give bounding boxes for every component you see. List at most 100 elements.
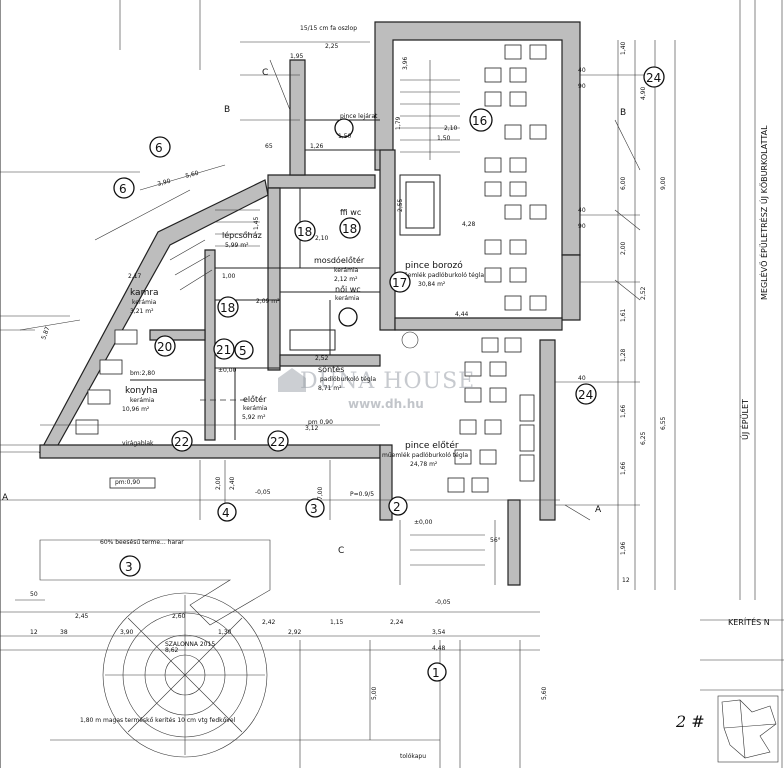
dim: 38	[60, 629, 68, 636]
marker-circle: 6	[149, 136, 171, 158]
room-area-konyha: 10,96 m²	[122, 406, 150, 413]
section-b-right: B	[620, 108, 626, 118]
annotations: 15/15 cm fa oszlop MEGLÉVŐ ÉPÜLETRÉSZ ÚJ…	[2, 25, 770, 760]
marker-extra	[334, 118, 354, 138]
dim: 40	[578, 375, 586, 382]
marker-label: 20	[157, 340, 172, 354]
label-oszlop: 15/15 cm fa oszlop	[300, 25, 357, 32]
room-name-konyha: konyha	[125, 386, 158, 396]
dim: 1,40	[620, 41, 627, 55]
room-finish-sontes: padlóburkoló tégla	[320, 376, 376, 383]
dim: 2,40	[229, 476, 236, 490]
marker-circle: 22	[267, 430, 289, 452]
room-name-noi-wc: női wc	[335, 285, 361, 294]
dim: 12	[30, 629, 38, 636]
label-szalonna: SZALONNA 2015	[165, 641, 215, 648]
room-area-noi-wc: 2,09 m²	[256, 298, 280, 305]
dim: 65	[265, 143, 273, 150]
marker-circle: 21	[213, 338, 235, 360]
svg-text:DUNA HOUSE: DUNA HOUSE	[300, 369, 475, 394]
marker-extra	[338, 307, 358, 327]
dimension-texts: 2,25 1,95 3,96 1,50 1,50 1,79 2,10 2,10 …	[30, 41, 667, 700]
label-meglevo: MEGLÉVŐ ÉPÜLETRÉSZ ÚJ KŐBURKOLATTAL	[758, 125, 769, 300]
marker-label: 22	[270, 435, 285, 449]
label-kerites: KERÍTÉS N	[728, 616, 770, 627]
dim: 2,25	[325, 43, 339, 50]
marker-circle: 20	[154, 335, 176, 357]
marker-circle: 4	[217, 502, 237, 522]
marker-circle: 3	[305, 498, 325, 518]
room-finish-mosdoeloter: kerámia	[334, 267, 359, 274]
room-finish-noi-wc: kerámia	[335, 295, 360, 302]
dim: 2,55	[397, 198, 404, 212]
room-area-mosdoeloter: 2,12 m²	[334, 276, 358, 283]
marker-circle: 17	[389, 271, 411, 293]
dim: 5,87	[40, 326, 51, 341]
dim: 2,10	[315, 235, 329, 242]
svg-text:www.dh.hu: www.dh.hu	[348, 397, 424, 411]
marker-label: 5	[239, 344, 247, 358]
dim: 1,30	[218, 629, 232, 636]
room-name-lepcsohaz: lépcsőház	[222, 230, 262, 240]
room-finish-kamra: kerámia	[132, 299, 157, 306]
marker-circle: 24	[643, 66, 665, 88]
dim: 2,92	[288, 629, 302, 636]
marker-label: 4	[222, 506, 230, 520]
garden-pattern	[0, 520, 779, 768]
label-uj-epulet: ÚJ ÉPÜLET	[739, 399, 750, 440]
dim: 2,45	[75, 613, 89, 620]
section-b-left: B	[224, 105, 230, 115]
dim: 1,15	[330, 619, 344, 626]
marker-label: 24	[646, 71, 661, 85]
watermark: DUNA HOUSE www.dh.hu	[278, 368, 475, 411]
room-name-mosdoeloter: mosdóelőtér	[314, 255, 365, 265]
room-area-lepcsohaz: 5,99 m²	[225, 242, 249, 249]
dim: 12	[622, 577, 630, 584]
room-name-kamra: kamra	[130, 288, 159, 298]
marker-circle: 5	[234, 340, 254, 360]
room-name-pince-borozo: pince borozó	[405, 260, 463, 271]
dim: 2,10	[444, 125, 458, 132]
label-level-000: ±0,00	[218, 367, 237, 374]
walls	[38, 21, 581, 586]
dim: 50	[30, 591, 38, 598]
dim: 2,42	[262, 619, 276, 626]
dim: 90	[578, 223, 586, 230]
dim: 5,00	[371, 686, 378, 700]
room-name-pince-eloter: pince előtér	[405, 440, 459, 451]
room-area-sontes: 8,71 m²	[318, 385, 342, 392]
label-pince-lejarat: pince lejárat	[340, 113, 378, 120]
marker-label: 2	[393, 500, 401, 514]
label-fence: 1,80 m magas terméskő kerítés 10 cm vtg …	[80, 717, 236, 724]
marker-label: 3	[310, 502, 318, 516]
room-name-ffi-wc: ffi wc	[340, 208, 361, 217]
label-p: P=0.9/5	[350, 491, 374, 498]
dim: 3,54	[432, 629, 446, 636]
label-level-000b: ±0,00	[414, 519, 433, 526]
label-bm: bm:2,80	[130, 370, 155, 377]
room-area-pince-eloter: 24,78 m²	[410, 461, 438, 468]
room-name-sontes: söntés	[318, 364, 344, 374]
furniture-seats	[75, 44, 547, 493]
dim: 2,00	[620, 241, 627, 255]
marker-label: 6	[155, 141, 163, 155]
marker-circle: 6	[113, 177, 135, 199]
label-pm-090b: pm 0,90	[308, 419, 333, 426]
dim: 5,60	[541, 686, 548, 700]
section-c-top: C	[262, 68, 268, 78]
dim: 2,52	[315, 355, 329, 362]
section-c-bottom: C	[338, 546, 344, 556]
dim: 2,52	[640, 286, 647, 300]
label-hanging: 60% beesésű terme... harar	[100, 539, 184, 546]
dim: 4,44	[455, 311, 469, 318]
dim: 3,96	[402, 56, 409, 70]
dim: 1,26	[310, 143, 324, 150]
marker-label: 24	[578, 388, 593, 402]
section-a-right: A	[595, 505, 602, 515]
partitions	[130, 60, 460, 440]
dim: 5,60	[185, 170, 200, 180]
marker-label: 22	[174, 435, 189, 449]
marker-circle: 18	[217, 296, 239, 318]
